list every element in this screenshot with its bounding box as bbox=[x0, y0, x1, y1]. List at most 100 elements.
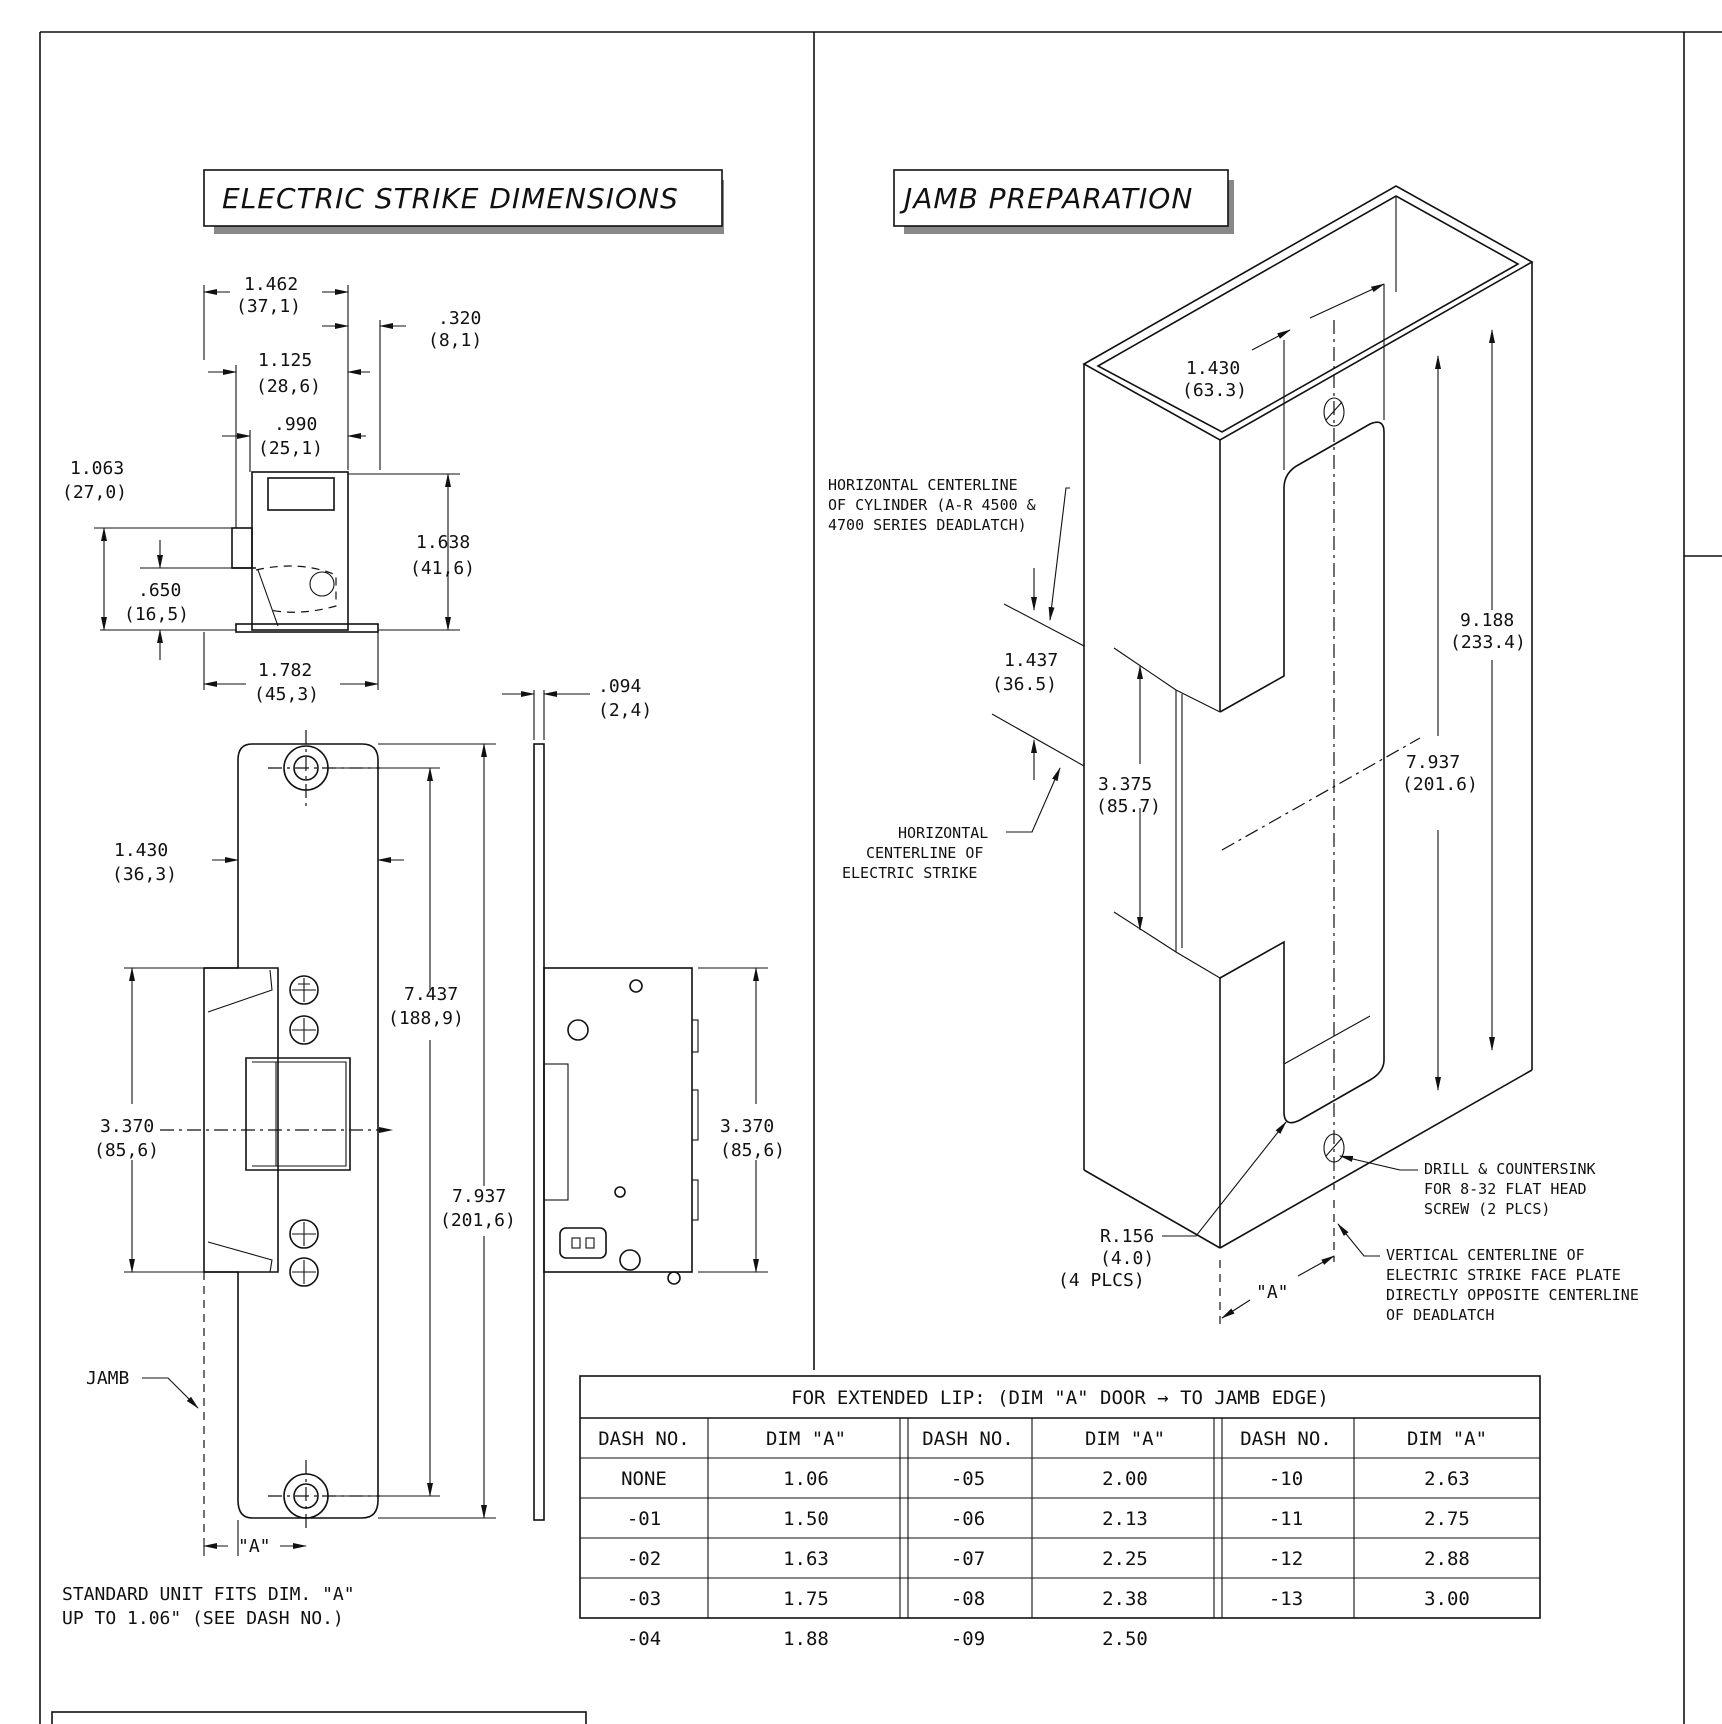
dim-856-side: (85,6) bbox=[720, 1140, 785, 1161]
dim-251: (25,1) bbox=[258, 438, 323, 459]
table-cell: -06 bbox=[951, 1508, 985, 1530]
jamb-isometric bbox=[1082, 185, 1534, 1249]
vc-note-1: VERTICAL CENTERLINE OF bbox=[1386, 1246, 1585, 1264]
table-cell: 2.88 bbox=[1424, 1548, 1470, 1570]
dim-1782: 1.782 bbox=[258, 660, 312, 681]
jamb-r156: R.156 bbox=[1100, 1226, 1154, 1247]
jamb-dim-3375: 3.375 bbox=[1098, 774, 1152, 795]
hc-cylinder-3: 4700 SERIES DEADLATCH) bbox=[828, 516, 1027, 534]
faceplate-dimensions: 1.430 (36,3) 7.437 (188,9) 3.370 (85,6) … bbox=[62, 743, 516, 1629]
drill-note-2: FOR 8-32 FLAT HEAD bbox=[1424, 1180, 1587, 1198]
dim-990: .990 bbox=[274, 414, 317, 435]
dim-1063: 1.063 bbox=[70, 458, 124, 479]
dim-453: (45,3) bbox=[254, 684, 319, 705]
table-cell: -01 bbox=[627, 1508, 661, 1530]
drawing-frame bbox=[39, 31, 1722, 1724]
jamb-r40: (4.0) bbox=[1100, 1248, 1154, 1269]
standard-unit-note-2: UP TO 1.06" (SEE DASH NO.) bbox=[62, 1608, 344, 1629]
hc-strike-2: CENTERLINE OF bbox=[866, 844, 983, 862]
table-cell: 2.25 bbox=[1102, 1548, 1148, 1570]
table-cell: NONE bbox=[621, 1468, 667, 1490]
dim-1125: 1.125 bbox=[258, 350, 312, 371]
table-header-cell: DASH NO. bbox=[922, 1428, 1014, 1450]
table-cell: 1.06 bbox=[783, 1468, 829, 1490]
table-cell: -02 bbox=[627, 1548, 661, 1570]
table-cell: 2.00 bbox=[1102, 1468, 1148, 1490]
hc-cylinder-1: HORIZONTAL CENTERLINE bbox=[828, 476, 1018, 494]
table-cell: -11 bbox=[1269, 1508, 1303, 1530]
jamb-dim-365: (36.5) bbox=[992, 674, 1057, 695]
table-cell: 2.38 bbox=[1102, 1588, 1148, 1610]
jamb-dim-9188: 9.188 bbox=[1460, 610, 1514, 631]
dim-3370: 3.370 bbox=[100, 1116, 154, 1137]
strike-title-text: ELECTRIC STRIKE DIMENSIONS bbox=[222, 182, 679, 215]
jamb-dim-633: (63.3) bbox=[1182, 380, 1247, 401]
jamb-dim-857: (85.7) bbox=[1096, 796, 1161, 817]
dim-7937: 7.937 bbox=[452, 1186, 506, 1207]
table-caption: FOR EXTENDED LIP: (DIM "A" DOOR → TO JAM… bbox=[791, 1387, 1329, 1409]
dim-2016: (201,6) bbox=[440, 1210, 516, 1231]
table-header-cell: DIM "A" bbox=[1407, 1428, 1487, 1450]
hc-strike-3: ELECTRIC STRIKE bbox=[842, 864, 977, 882]
dim-1462: 1.462 bbox=[244, 274, 298, 295]
dim-856: (85,6) bbox=[94, 1140, 159, 1161]
dim-7437: 7.437 bbox=[404, 984, 458, 1005]
table-cell: -04 bbox=[627, 1628, 661, 1650]
dim-320: .320 bbox=[438, 308, 481, 329]
dim-270: (27,0) bbox=[62, 482, 127, 503]
title-jamb-preparation: JAMB PREPARATION bbox=[893, 169, 1234, 234]
dim-81: (8,1) bbox=[428, 330, 482, 351]
title-strike-dimensions: ELECTRIC STRIKE DIMENSIONS bbox=[203, 169, 724, 234]
table-cell: -07 bbox=[951, 1548, 985, 1570]
top-view-dimensions: 1.462 (37,1) .320 (8,1) 1.125 (28,6) .99… bbox=[62, 274, 482, 705]
jamb-dim-2016: (201.6) bbox=[1402, 774, 1478, 795]
jamb-dimensions: 1.430 (63.3) HORIZONTAL CENTERLINE OF CY… bbox=[828, 283, 1639, 1330]
dim-24: (2,4) bbox=[598, 700, 652, 721]
jamb-title-text: JAMB PREPARATION bbox=[899, 182, 1193, 215]
dim-3370-side: 3.370 bbox=[720, 1116, 774, 1137]
dash-number-table: FOR EXTENDED LIP: (DIM "A" DOOR → TO JAM… bbox=[579, 1375, 1541, 1650]
vc-note-4: OF DEADLATCH bbox=[1386, 1306, 1494, 1324]
table-cell: 1.88 bbox=[783, 1628, 829, 1650]
dim-a-label: "A" bbox=[238, 1536, 271, 1557]
table-header-cell: DIM "A" bbox=[766, 1428, 846, 1450]
jamb-dim-1437: 1.437 bbox=[1004, 650, 1058, 671]
screw-icon bbox=[289, 975, 319, 1287]
jamb-dim-2334: (233.4) bbox=[1450, 632, 1526, 653]
dim-1638: 1.638 bbox=[416, 532, 470, 553]
dim-1430: 1.430 bbox=[114, 840, 168, 861]
jamb-a-label: "A" bbox=[1256, 1282, 1289, 1303]
table-cell: 2.63 bbox=[1424, 1468, 1470, 1490]
jamb-4plcs: (4 PLCS) bbox=[1058, 1270, 1145, 1291]
hc-strike-1: HORIZONTAL bbox=[898, 824, 988, 842]
table-cell: -12 bbox=[1269, 1548, 1303, 1570]
vc-note-2: ELECTRIC STRIKE FACE PLATE bbox=[1386, 1266, 1621, 1284]
dim-286: (28,6) bbox=[256, 376, 321, 397]
hc-cylinder-2: OF CYLINDER (A-R 4500 & bbox=[828, 496, 1036, 514]
table-cell: -10 bbox=[1269, 1468, 1303, 1490]
vc-note-3: DIRECTLY OPPOSITE CENTERLINE bbox=[1386, 1286, 1639, 1304]
dim-416: (41,6) bbox=[410, 558, 475, 579]
jamb-dim-7937: 7.937 bbox=[1406, 752, 1460, 773]
standard-unit-note-1: STANDARD UNIT FITS DIM. "A" bbox=[62, 1584, 355, 1605]
table-cell: 1.50 bbox=[783, 1508, 829, 1530]
dim-094: .094 bbox=[598, 676, 641, 697]
strike-side-view: .094 (2,4) 3.370 (85,6) bbox=[502, 676, 785, 1521]
dim-363: (36,3) bbox=[112, 864, 177, 885]
table-cell: 2.13 bbox=[1102, 1508, 1148, 1530]
table-cell: -09 bbox=[951, 1628, 985, 1650]
jamb-dim-1430: 1.430 bbox=[1186, 358, 1240, 379]
dim-165: (16,5) bbox=[124, 604, 189, 625]
table-cell: -13 bbox=[1269, 1588, 1303, 1610]
strike-faceplate-front bbox=[160, 730, 393, 1530]
table-header-cell: DASH NO. bbox=[598, 1428, 690, 1450]
table-cell: 1.63 bbox=[783, 1548, 829, 1570]
jamb-label: JAMB bbox=[86, 1368, 129, 1389]
drill-note-3: SCREW (2 PLCS) bbox=[1424, 1200, 1550, 1218]
table-cell: -05 bbox=[951, 1468, 985, 1490]
table-cell: 3.00 bbox=[1424, 1588, 1470, 1610]
strike-top-view bbox=[231, 471, 379, 633]
drill-note-1: DRILL & COUNTERSINK bbox=[1424, 1160, 1596, 1178]
table-cell: 2.50 bbox=[1102, 1628, 1148, 1650]
